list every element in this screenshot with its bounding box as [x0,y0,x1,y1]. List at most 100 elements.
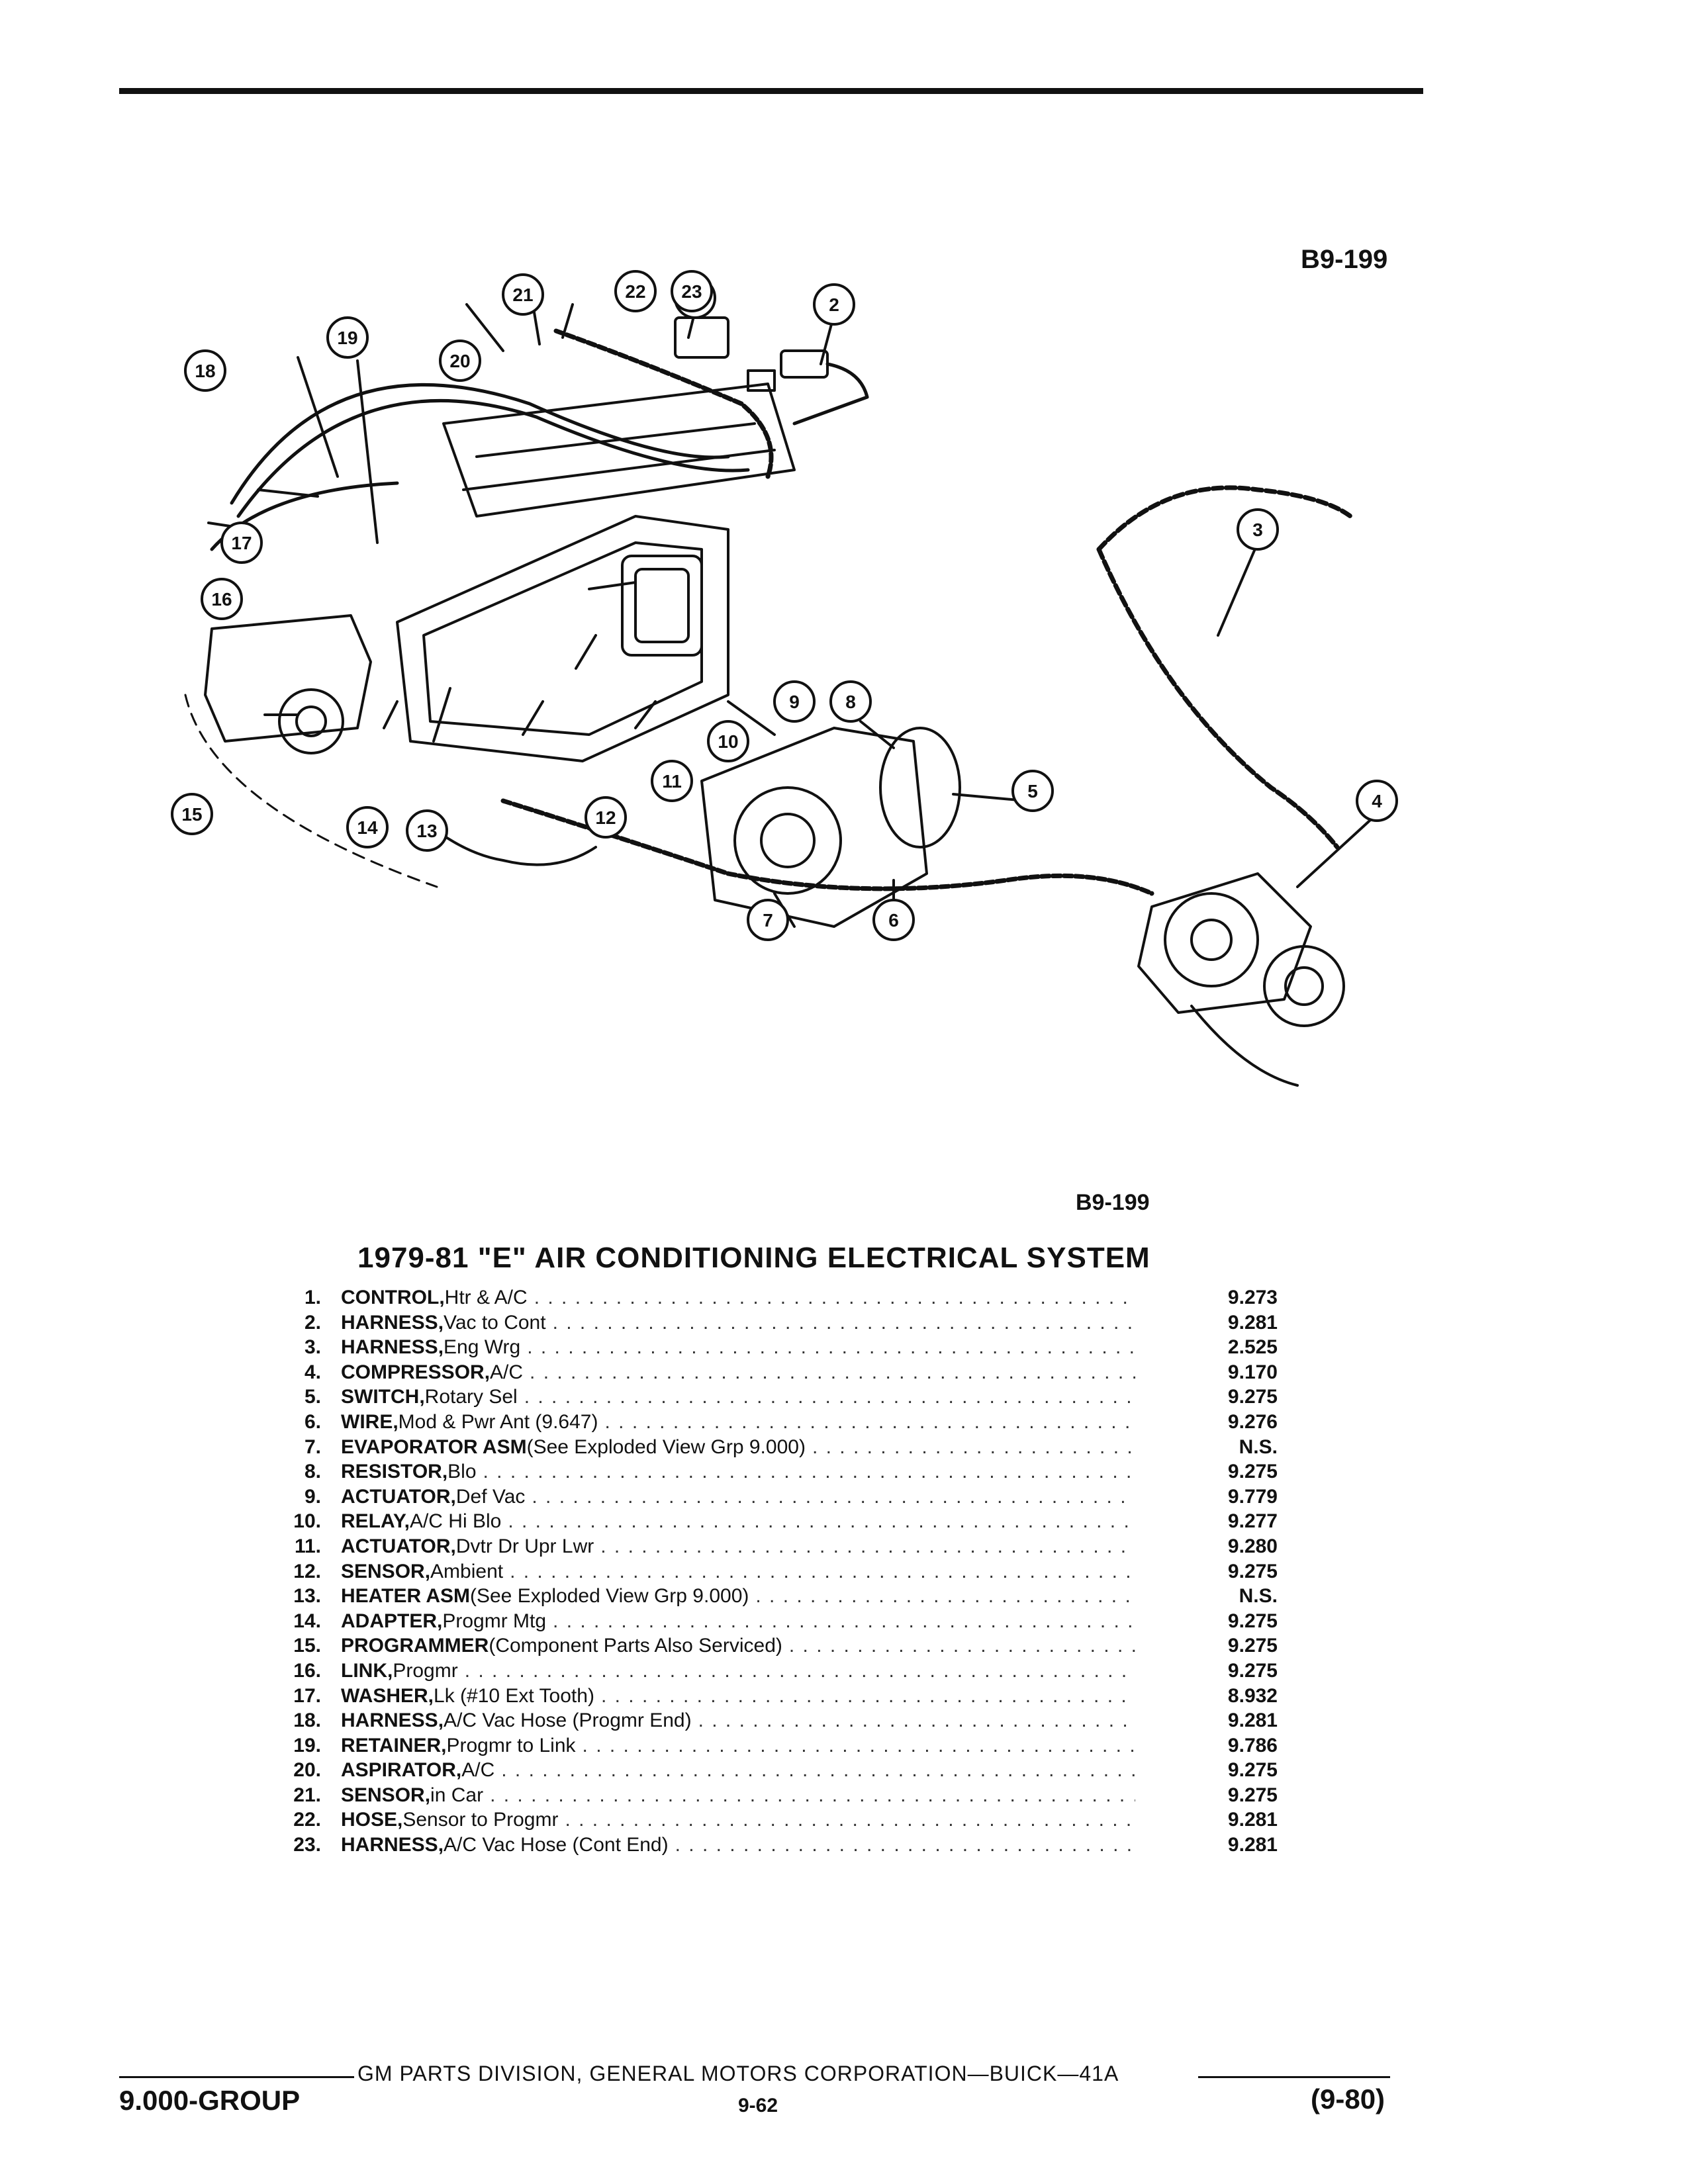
part-number: 23. [293,1834,321,1856]
group-number: 9.786 [1227,1734,1278,1756]
part-number: 22. [293,1809,321,1831]
part-name: HARNESS, [341,1834,444,1856]
leader-dots [534,1285,1135,1310]
part-number: 19. [293,1734,321,1756]
leader-dots [698,1708,1135,1733]
part-detail: (See Exploded View Grp 9.000) [526,1435,806,1458]
part-number: 3. [304,1336,321,1359]
callout-15: 15 [171,793,213,835]
footer-rule-right [1198,2076,1390,2078]
part-detail: A/C Vac Hose (Progmr End) [444,1709,692,1732]
footer-rule-left [119,2076,354,2078]
engine-wiring-harness [1096,485,1353,552]
leader-dots [490,1783,1135,1808]
part-row: 21.SENSOR, in Car9.275 [278,1783,1284,1808]
group-number: 9.281 [1227,1311,1278,1334]
footer-group: 9.000-GROUP [119,2085,301,2116]
footer-page-number: 9-62 [738,2095,778,2116]
leader-dots [483,1459,1135,1484]
group-number: 9.275 [1227,1659,1278,1682]
svg-text:6: 6 [888,910,899,931]
svg-text:5: 5 [1027,781,1038,801]
svg-text:20: 20 [449,351,470,371]
part-detail: Blo [447,1461,477,1483]
part-description: RELAY, A/C Hi Blo [341,1509,1135,1534]
part-description: HARNESS, A/C Vac Hose (Progmr End) [341,1708,1135,1733]
heater-housing-inner [422,541,703,736]
callout-13: 13 [406,809,448,852]
leader-dots [583,1733,1135,1758]
part-description: HEATER ASM (See Exploded View Grp 9.000) [341,1584,1135,1609]
part-name: SENSOR, [341,1784,431,1806]
svg-text:17: 17 [231,533,252,553]
group-number: N.S. [1239,1585,1278,1608]
footer-publisher: GM PARTS DIVISION, GENERAL MOTORS CORPOR… [357,2062,1119,2085]
part-detail: (See Exploded View Grp 9.000) [470,1585,749,1608]
part-description: ACTUATOR, Dvtr Dr Upr Lwr [341,1534,1135,1559]
part-row: 14.ADAPTER, Progmr Mtg9.275 [278,1609,1284,1634]
part-detail: A/C Vac Hose (Cont End) [444,1834,669,1856]
part-detail: A/C [490,1361,524,1383]
part-detail: in Car [430,1784,484,1806]
part-row: 13.HEATER ASM (See Exploded View Grp 9.0… [278,1584,1284,1609]
programmer-motor [278,688,344,754]
group-number: 9.281 [1227,1834,1278,1856]
svg-text:3: 3 [1252,520,1263,540]
svg-text:22: 22 [625,281,645,302]
svg-text:14: 14 [357,817,378,838]
top-rule [119,88,1423,94]
callout-5: 5 [1011,770,1054,812]
leader-dots [530,1360,1135,1385]
part-number: 6. [304,1410,321,1433]
callout-17: 17 [220,522,263,564]
svg-text:11: 11 [662,771,682,792]
part-row: 7.EVAPORATOR ASM (See Exploded View Grp … [278,1435,1284,1460]
defroster-actuator [621,555,703,657]
callout-8: 8 [829,680,872,723]
svg-text:2: 2 [829,295,839,315]
part-description: ACTUATOR, Def Vac [341,1484,1135,1510]
part-number: 7. [304,1435,321,1458]
control-head-connector [674,316,729,359]
svg-text:8: 8 [845,692,856,712]
part-name: RESISTOR, [341,1461,448,1483]
part-number: 16. [293,1659,321,1682]
part-description: LINK, Progmr [341,1659,1135,1684]
part-number: 1. [304,1287,321,1308]
svg-text:18: 18 [195,361,215,381]
part-number: 4. [304,1361,321,1383]
leader-dots [465,1659,1135,1684]
group-number: 9.170 [1227,1361,1278,1383]
part-name: CONTROL, [341,1287,445,1308]
part-number: 15. [293,1635,321,1657]
part-detail: A/C Hi Blo [409,1510,502,1533]
svg-text:13: 13 [416,821,437,841]
part-row: 23. HARNESS, A/C Vac Hose (Cont End) 9.281 [278,1833,1284,1858]
part-row: 4. COMPRESSOR, A/C 9.170 [278,1360,1284,1385]
group-number: 9.275 [1227,1461,1278,1483]
part-detail: Progmr [393,1659,458,1682]
part-row: 11.ACTUATOR, Dvtr Dr Upr Lwr9.280 [278,1534,1284,1559]
part-description: CONTROL, Htr & A/C [341,1285,1135,1310]
exploded-view-diagram: 1 2 3 4 5 6 7 8 9 10 11 12 13 14 15 16 1… [171,270,1398,1087]
compressor-clutch [1164,892,1259,987]
footer-date: (9-80) [1311,2083,1385,2115]
svg-text:15: 15 [181,804,202,825]
leader-dots [501,1758,1135,1783]
leader-dots [527,1335,1135,1360]
part-description: SENSOR, in Car [341,1783,1135,1808]
part-detail: Dvtr Dr Upr Lwr [455,1535,594,1557]
figure-id-top: B9-199 [1301,245,1388,274]
part-description: RESISTOR, Blo [341,1459,1135,1484]
svg-text:9: 9 [789,692,800,712]
part-detail: Rotary Sel [424,1386,518,1408]
control-vacuum-harness [553,328,774,479]
part-name: LINK, [341,1659,393,1682]
svg-text:16: 16 [211,589,232,610]
group-number: 9.281 [1227,1809,1278,1831]
part-name: COMPRESSOR, [341,1361,491,1383]
part-name: ADAPTER, [341,1610,443,1632]
part-description: RETAINER, Progmr to Link [341,1733,1135,1758]
part-name: ASPIRATOR, [341,1759,462,1782]
